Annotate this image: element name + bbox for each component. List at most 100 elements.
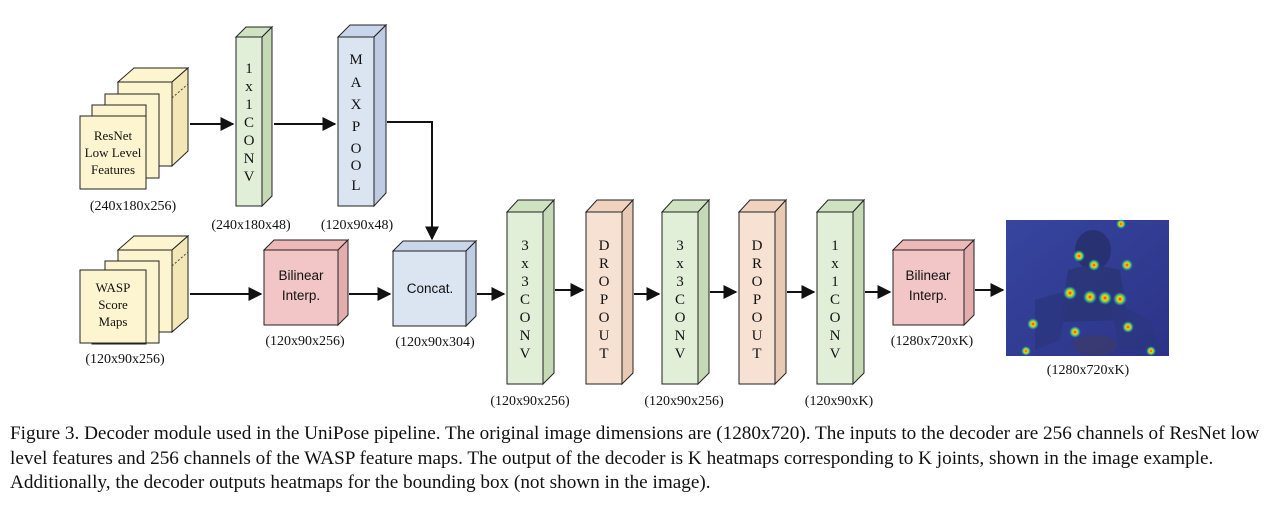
resnet-label-2: Low Level (85, 145, 142, 160)
arrow (387, 121, 439, 241)
block-letter: P (352, 119, 360, 135)
block-letter: V (830, 346, 841, 362)
conv3x3-a-dims: (120x90x256) (490, 394, 570, 409)
block-letter: x (245, 79, 253, 95)
block-letter: C (675, 292, 685, 308)
block-letter: 3 (676, 274, 684, 290)
block-letter: D (752, 238, 763, 254)
heat-spot (1063, 286, 1077, 300)
heat-spot (1113, 292, 1127, 306)
conv1x1-out-block: 1 x 1 C O N V (120x90xK) (805, 198, 874, 409)
bilinear-1-label-1: Bilinear (278, 268, 324, 283)
block-letter: 3 (521, 238, 529, 254)
block-letter: O (599, 274, 610, 290)
wasp-dims: (120x90x256) (85, 352, 165, 367)
block-letter: R (752, 256, 762, 272)
heat-spot (1027, 318, 1039, 330)
heat-spot (1021, 346, 1031, 356)
output-heatmap-image: (1280x720xK) (1006, 219, 1169, 378)
block-letter: R (599, 256, 609, 272)
conv3x3-b-dims: (120x90x256) (644, 394, 724, 409)
block-letter: 3 (521, 274, 529, 290)
block-letter: M (349, 52, 362, 68)
block-letter: O (520, 310, 531, 326)
block-letter: O (675, 310, 686, 326)
resnet-dims: (240x180x256) (90, 199, 177, 214)
resnet-features-stack: ResNet Low Level Features (240x180x256) (79, 66, 190, 214)
block-letter: 1 (245, 61, 253, 77)
block-letter: D (599, 238, 610, 254)
concat-dims: (120x90x304) (395, 335, 475, 350)
block-letter: U (752, 328, 763, 344)
wasp-label-3: Maps (99, 314, 128, 329)
bilinear-2-label-1: Bilinear (905, 268, 951, 283)
block-letter: 1 (831, 238, 839, 254)
heat-spot (1098, 291, 1112, 305)
bilinear-2-label-2: Interp. (909, 288, 947, 303)
wasp-label-1: WASP (96, 280, 131, 295)
block-letter: C (520, 292, 530, 308)
block-letter: O (599, 310, 610, 326)
block-letter: V (520, 346, 531, 362)
output-image-dims: (1280x720xK) (1047, 363, 1130, 378)
conv1x1-top-block: 1 x 1 C O N V (240x180x48) (211, 25, 291, 233)
wasp-maps-stack: WASP Score Maps (120x90x256) (79, 234, 190, 367)
block-letter: L (351, 178, 360, 194)
block-letter: O (830, 310, 841, 326)
block-letter: 1 (831, 274, 839, 290)
conv1x1-out-dims: (120x90xK) (805, 394, 874, 409)
dropout-a-block: D R O P O U T (584, 198, 635, 386)
block-letter: O (351, 141, 362, 157)
conv3x3-b-block: 3 x 3 C O N V (120x90x256) (644, 198, 724, 409)
block-letter: V (675, 346, 686, 362)
block-letter: O (244, 133, 255, 149)
person-silhouette (1075, 230, 1111, 270)
decoder-diagram: ResNet Low Level Features (240x180x256) … (79, 23, 1169, 409)
block-letter: T (599, 346, 608, 362)
block-letter: C (244, 115, 254, 131)
block-letter: P (600, 292, 608, 308)
maxpool-block: M A X P O O L (120x90x48) (321, 23, 394, 233)
heat-spot (1116, 219, 1126, 229)
bilinear-interp-2-block: Bilinear Interp. (1280x720xK) (891, 238, 976, 349)
heat-spot (1146, 346, 1156, 356)
block-letter: U (599, 328, 610, 344)
block-letter: A (351, 75, 362, 91)
stack-front (79, 115, 147, 190)
dropout-b-block: D R O P O U T (737, 198, 788, 386)
block-letter: T (752, 346, 761, 362)
maxpool-dims: (120x90x48) (321, 218, 394, 233)
block-letter: X (351, 97, 362, 113)
block-letter: N (675, 328, 686, 344)
block-letter: C (830, 292, 840, 308)
block-letter: x (521, 256, 529, 272)
block-letter: 3 (676, 238, 684, 254)
block-letter: 1 (245, 97, 253, 113)
resnet-label-3: Features (91, 162, 135, 177)
block-letter: O (752, 274, 763, 290)
block-letter: x (831, 256, 839, 272)
bilinear-interp-1-block: Bilinear Interp. (120x90x256) (262, 238, 350, 349)
conv1x1-top-dims: (240x180x48) (211, 218, 291, 233)
heat-spot (1083, 290, 1097, 304)
resnet-label-1: ResNet (94, 128, 133, 143)
concat-label: Concat. (407, 281, 454, 296)
block-letter: V (244, 169, 255, 185)
heat-spot (1121, 259, 1133, 271)
heat-spot (1088, 259, 1100, 271)
block-letter: N (520, 328, 531, 344)
wasp-label-2: Score (98, 297, 128, 312)
block-letter: O (351, 158, 362, 174)
block-letter: N (830, 328, 841, 344)
stack-dots (171, 251, 189, 267)
block-letter: N (244, 151, 255, 167)
figure-caption: Figure 3. Decoder module used in the Uni… (10, 423, 1260, 493)
block-letter: x (676, 256, 684, 272)
block-letter: P (753, 292, 761, 308)
bilinear-2-dims: (1280x720xK) (891, 334, 974, 349)
block-letter: O (752, 310, 763, 326)
stack-front (79, 269, 147, 344)
heat-spot (1122, 321, 1134, 333)
concat-block: Concat. (120x90x304) (391, 239, 478, 350)
bilinear-1-label-2: Interp. (282, 288, 320, 303)
